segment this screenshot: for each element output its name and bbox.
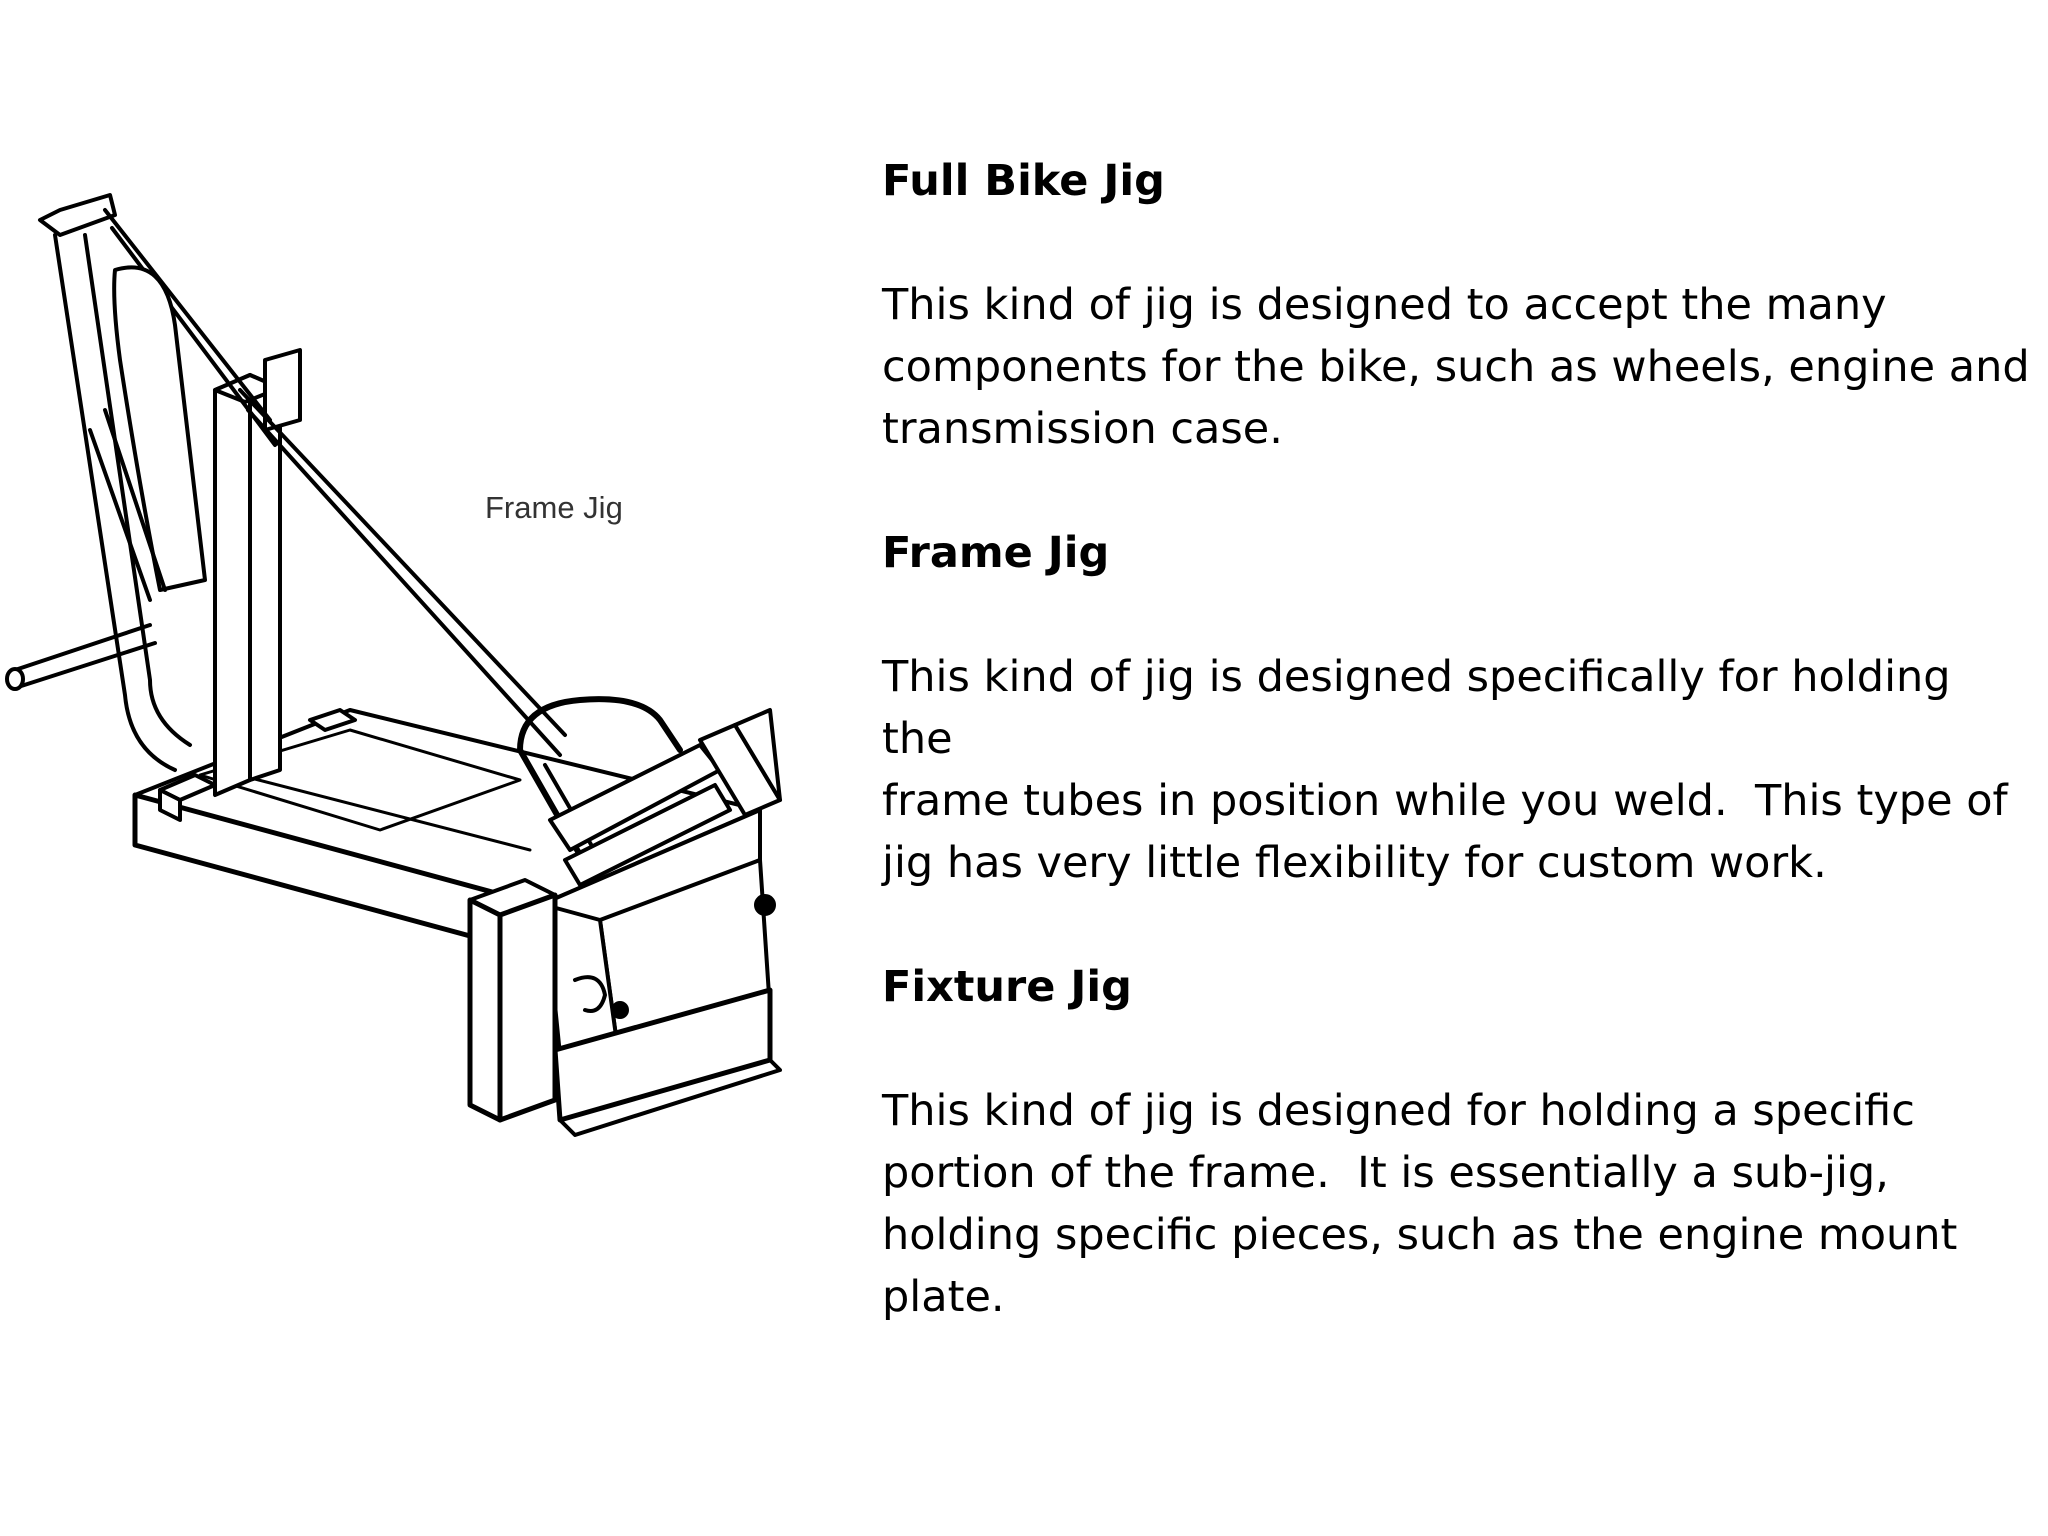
section-heading: Fixture Jig xyxy=(882,962,1132,1012)
section-body: This kind of jig is designed to accept t… xyxy=(882,280,2030,454)
section-heading: Frame Jig xyxy=(882,528,1110,578)
frame-jig-drawing xyxy=(5,193,782,1137)
frame-jig-illustration: Frame Jig xyxy=(0,160,800,1160)
section-body: This kind of jig is designed specificall… xyxy=(882,652,2008,888)
section-body: This kind of jig is designed for holding… xyxy=(882,1086,1958,1322)
section-heading: Full Bike Jig xyxy=(882,156,1165,206)
text-column: Full Bike Jig This kind of jig is design… xyxy=(882,150,2032,1390)
section-fixture-jig: Fixture Jig This kind of jig is designed… xyxy=(882,956,2032,1328)
figure-caption: Frame Jig xyxy=(485,490,623,525)
section-full-bike-jig: Full Bike Jig This kind of jig is design… xyxy=(882,150,2032,460)
section-frame-jig: Frame Jig This kind of jig is designed s… xyxy=(882,522,2032,894)
